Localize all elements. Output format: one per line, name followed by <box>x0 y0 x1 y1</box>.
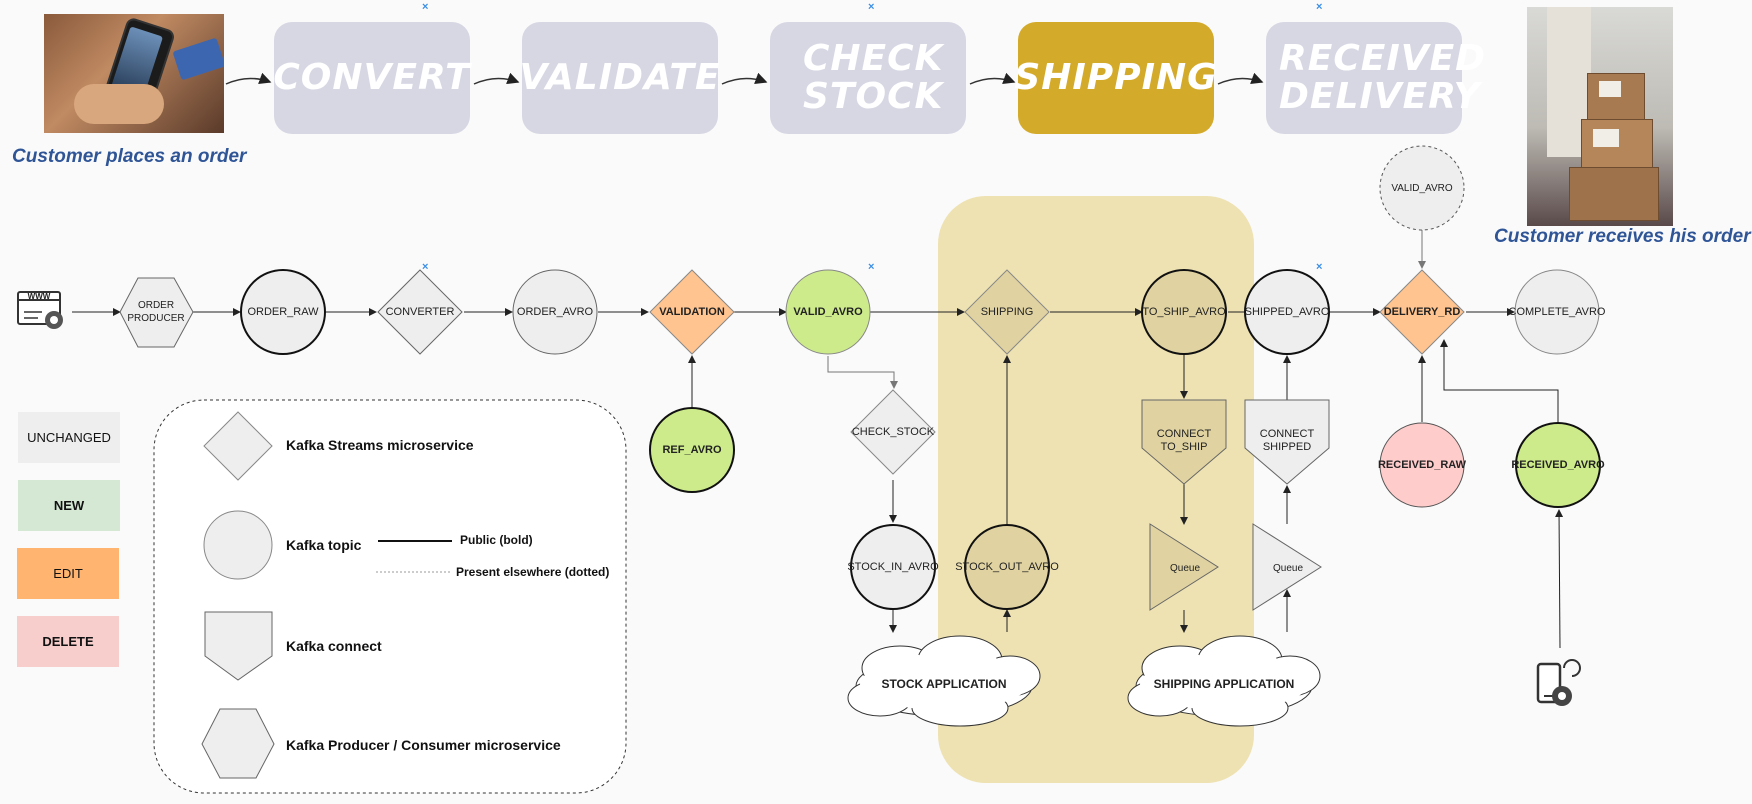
legend-public-label: Public (bold) <box>460 533 533 547</box>
stock-out-avro-topic[interactable] <box>964 524 1050 610</box>
stage-check-stock-label: CHECK STOCK <box>803 38 944 117</box>
check-stock-diamond[interactable] <box>850 389 936 475</box>
legend-delete-label: DELETE <box>42 634 94 649</box>
to-ship-avro-topic[interactable] <box>1141 269 1227 355</box>
delivered-boxes-photo <box>1527 7 1673 226</box>
stock-in-avro-topic[interactable] <box>850 524 936 610</box>
pipeline-arrows <box>225 72 1264 85</box>
legend-new: NEW <box>18 480 120 531</box>
order-avro-topic[interactable] <box>512 269 598 355</box>
stage-shipping[interactable]: SHIPPING <box>1014 22 1217 134</box>
legend-new-label: NEW <box>53 498 85 513</box>
connect-to-ship-pentagon[interactable] <box>1141 399 1227 485</box>
stage-received-delivery[interactable]: RECEIVED DELIVERY <box>1266 22 1487 134</box>
stage-validate-label: VALIDATE <box>519 57 721 98</box>
marker-x-check-stock: × <box>868 1 875 13</box>
order-raw-topic[interactable] <box>240 269 326 355</box>
start-caption: Customer places an order <box>12 146 247 167</box>
legend-unchanged-label: UNCHANGED <box>27 430 111 445</box>
received-raw-topic[interactable] <box>1379 422 1465 508</box>
legend-topic-label: Kafka topic <box>286 537 362 553</box>
marker-x-convert: × <box>422 1 429 13</box>
web-client-icon <box>17 291 63 329</box>
legend-pentagon-icon <box>204 611 273 681</box>
validation-diamond[interactable] <box>649 269 735 355</box>
marker-x-converter: × <box>422 261 429 273</box>
converter-diamond[interactable] <box>377 269 463 355</box>
legend-box <box>153 399 627 794</box>
legend-delete: DELETE <box>17 616 119 667</box>
shipped-avro-topic[interactable] <box>1244 269 1330 355</box>
shipping-diamond[interactable] <box>964 269 1050 355</box>
legend-edit: EDIT <box>17 548 119 599</box>
queue-1-triangle[interactable] <box>1149 523 1219 611</box>
stage-received-delivery-label: RECEIVED DELIVERY <box>1279 38 1487 117</box>
ref-avro-topic[interactable] <box>649 407 735 493</box>
legend-streams-label: Kafka Streams microservice <box>286 437 474 453</box>
legend-hexagon-icon <box>201 708 275 779</box>
legend-elsewhere-label: Present elsewhere (dotted) <box>456 565 610 579</box>
connect-shipped-pentagon[interactable] <box>1244 399 1330 485</box>
valid-avro-topic[interactable] <box>785 269 871 355</box>
marker-x-shipped-avro: × <box>1316 261 1323 273</box>
legend-diamond-icon <box>203 411 273 481</box>
stage-check-stock[interactable]: CHECK STOCK <box>770 22 966 134</box>
customer-phone-photo <box>44 14 224 133</box>
delivery-rd-diamond[interactable] <box>1379 269 1465 355</box>
order-producer-hexagon[interactable] <box>119 277 194 348</box>
queue-2-triangle[interactable] <box>1252 523 1322 611</box>
legend-unchanged: UNCHANGED <box>18 412 120 463</box>
grey-edges <box>827 230 1426 389</box>
flow-edges <box>72 308 1564 649</box>
mobile-device-icon <box>1536 659 1581 706</box>
stage-validate[interactable]: VALIDATE <box>519 22 721 134</box>
complete-avro-topic[interactable] <box>1514 269 1600 355</box>
received-avro-topic[interactable] <box>1515 422 1601 508</box>
legend-edit-label: EDIT <box>53 566 83 581</box>
legend-circle-icon <box>203 510 273 580</box>
stage-convert-label: CONVERT <box>273 57 471 98</box>
marker-x-valid-avro: × <box>868 261 875 273</box>
legend-producer-consumer-label: Kafka Producer / Consumer microservice <box>286 737 561 753</box>
valid-avro-ref-topic[interactable] <box>1379 145 1465 231</box>
marker-x-received: × <box>1316 1 1323 13</box>
end-caption: Customer receives his order <box>1494 226 1751 247</box>
stage-shipping-label: SHIPPING <box>1014 57 1218 98</box>
legend-connect-label: Kafka connect <box>286 638 382 654</box>
stage-convert[interactable]: CONVERT <box>273 22 471 134</box>
